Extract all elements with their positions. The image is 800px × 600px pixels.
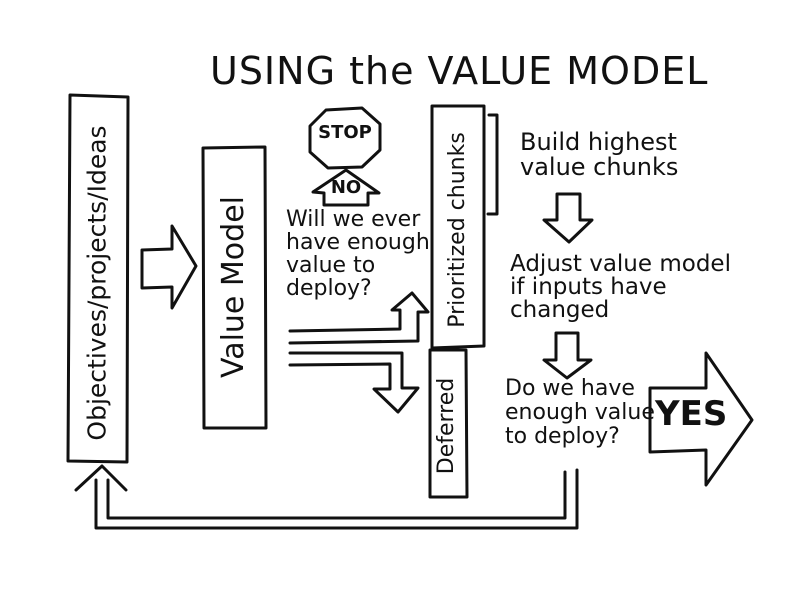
prioritized-box [430, 104, 486, 350]
value-model-label: Value Model [216, 196, 251, 378]
deferred-box [428, 348, 469, 499]
loop-back-arrowhead [74, 464, 128, 492]
prioritized-label: Prioritized chunks [445, 132, 470, 328]
arrow-to-deploy-question [288, 291, 430, 345]
no-arrow [311, 168, 381, 207]
loop-back-arrow [94, 468, 579, 530]
question-enough-value: Do we have enough value to deploy? [505, 376, 655, 449]
arrow-build-to-adjust [542, 192, 594, 244]
step-adjust: Adjust value model if inputs have change… [510, 251, 731, 323]
arrow-adjust-to-question [542, 331, 593, 380]
step-build: Build highest value chunks [520, 128, 679, 182]
bracket [486, 113, 499, 216]
page-title: USING the VALUE MODEL [210, 49, 709, 93]
yes-arrow [648, 351, 754, 487]
stop-sign [308, 106, 382, 170]
value-model-box [201, 145, 268, 430]
stop-label: STOP [318, 122, 372, 143]
yes-label: YES [655, 394, 728, 434]
arrow-to-deferred [288, 351, 420, 414]
objectives-box [66, 93, 130, 464]
arrow-objectives-to-value-model [140, 224, 198, 310]
objectives-label: Objectives/projects/Ideas [82, 125, 112, 441]
loop-back-arrow-inner [106, 470, 567, 520]
question-deploy-ever: Will we ever have enough value to deploy… [286, 207, 430, 302]
deferred-label: Deferred [434, 377, 459, 475]
no-label: NO [330, 177, 362, 198]
